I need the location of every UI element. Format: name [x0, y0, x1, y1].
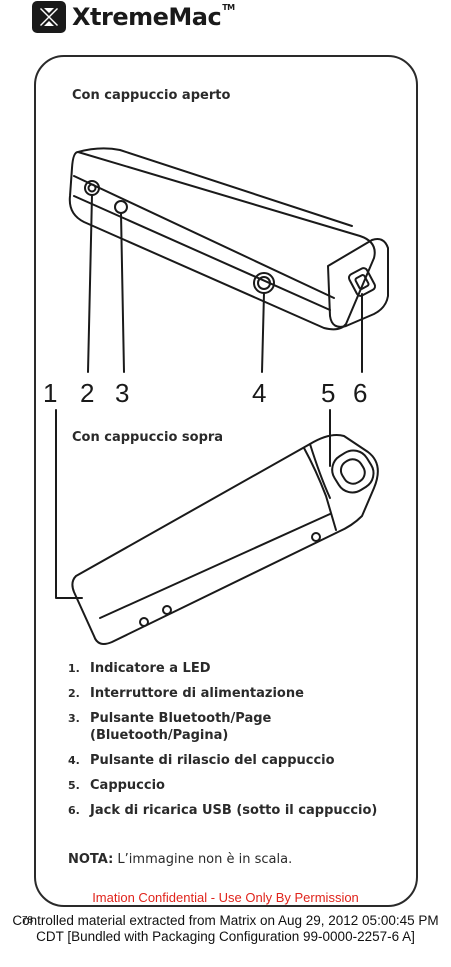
- brand-logo: XtremeMacTM: [32, 0, 235, 34]
- brand-name: XtremeMacTM: [72, 3, 235, 31]
- cap-body: [327, 238, 389, 328]
- heading-open-cap: Con cappuccio aperto: [72, 88, 231, 103]
- list-item: 5.Cappuccio: [68, 778, 165, 793]
- illustration-frame: [34, 55, 418, 907]
- device-open-side-ridge-2: [73, 175, 335, 299]
- list-item: 1.Indicatore a LED: [68, 661, 211, 676]
- device-closed-cap-seam: [303, 447, 337, 531]
- cap-slot: [331, 449, 375, 494]
- callout-5: 5: [321, 378, 336, 408]
- power-switch: [114, 200, 128, 214]
- callout-2: 2: [80, 378, 95, 408]
- footer-provenance: Controlled material extracted from Matri…: [12, 913, 439, 944]
- device-open-side-ridge: [73, 195, 331, 311]
- callout-4: 4: [252, 378, 267, 408]
- callout-1: 1: [43, 378, 58, 408]
- led-indicator: [84, 180, 100, 196]
- heading-closed-cap: Con cappuccio sopra: [72, 430, 224, 445]
- device-closed-body: [71, 434, 379, 645]
- page-number: 78: [22, 915, 34, 926]
- device-open-body: [68, 151, 376, 331]
- list-item: 4.Pulsante di rilascio del cappuccio: [68, 753, 335, 768]
- device-open-top-edge: [77, 147, 353, 227]
- confidential-watermark: Imation Confidential - Use Only By Permi…: [92, 890, 359, 905]
- list-item: 2.Interruttore di alimentazione: [68, 686, 304, 701]
- component-legend: 1.Indicatore a LED 2.Interruttore di ali…: [68, 660, 408, 827]
- list-item: 6.Jack di ricarica USB (sotto il cappucc…: [68, 803, 378, 818]
- xtrememac-logo-icon: [32, 1, 66, 33]
- callout-3: 3: [115, 378, 130, 408]
- callout-6: 6: [353, 378, 368, 408]
- list-item: 3.Pulsante Bluetooth/Page (Bluetooth/Pag…: [68, 711, 272, 743]
- scale-note: NOTA: L’immagine non è in scala.: [68, 852, 293, 867]
- usb-port: [347, 267, 377, 297]
